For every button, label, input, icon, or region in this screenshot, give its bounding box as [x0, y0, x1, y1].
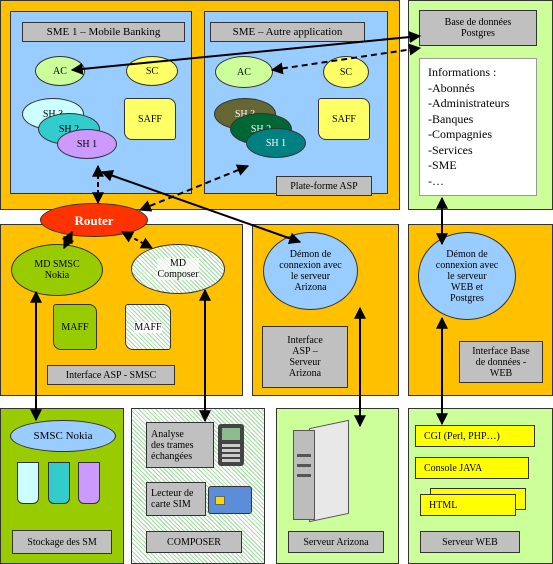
server-tower-icon: [291, 419, 355, 523]
arizona-daemon-line: Démon de: [289, 249, 332, 260]
database-title-line2: Postgres: [461, 28, 495, 39]
sim-reader-line: carte SIM: [151, 499, 191, 510]
web-interface-label-line: de données -: [475, 356, 527, 368]
web-interface-label: Interface Base de données - WEB: [459, 341, 543, 383]
sm-storage-stack-2: [48, 462, 70, 504]
maff-scroll-1: MAFF: [53, 304, 97, 350]
sm-storage-stack-1: [17, 462, 39, 504]
arizona-interface-label: Interface ASP – Serveur Arizona: [262, 326, 348, 388]
arizona-daemon-line: connexion avec: [279, 260, 342, 271]
database-info-item: -Services: [428, 142, 473, 157]
web-interface-label-line: Interface Base: [472, 345, 530, 357]
sme1-ac: AC: [35, 56, 85, 86]
frame-analysis-label: Analyse des trames échangées: [146, 422, 214, 468]
web-daemon-line: connexion avec: [435, 259, 499, 271]
database-info-title: Informations :: [428, 65, 497, 79]
sme2-title: SME – Autre application: [210, 22, 365, 42]
java-console-item: Console JAVA: [415, 457, 529, 479]
web-daemon-line: Postgres: [450, 292, 484, 304]
database-info-item: -SME: [428, 158, 457, 172]
database-title-line1: Base de données: [444, 17, 512, 28]
frame-analysis-line: Analyse: [151, 428, 184, 440]
sme2-sh1: SH 1: [246, 128, 306, 158]
md-smsc-line: MD SMSC: [34, 259, 80, 270]
asp-platform-label: Plate-forme ASP: [276, 176, 372, 196]
md-composer-line: MD: [169, 258, 187, 269]
arizona-interface-label-line: Arizona: [288, 368, 322, 379]
sm-storage-stack-3: [78, 462, 100, 504]
sms-interface-label: Interface ASP - SMSC: [47, 365, 175, 385]
arizona-interface-label-line: Interface: [287, 335, 323, 346]
router: Router: [40, 203, 148, 237]
frame-analysis-line: des trames: [151, 439, 194, 451]
sme1-saff-scroll: SAFF: [124, 98, 176, 140]
database-info-item: -Abonnés: [428, 80, 475, 95]
mobile-phone-icon: [218, 424, 244, 466]
maff-2-label: MAFF: [134, 321, 162, 333]
composer-label: COMPOSER: [146, 531, 242, 553]
web-daemon-line: WEB et: [451, 281, 483, 293]
smsc-label: Stockage des SM: [12, 530, 112, 554]
sme2-sc: SC: [323, 56, 369, 88]
database-info-item: -Administrateurs: [428, 96, 510, 110]
arizona-daemon: Démon de connexion avec le serveur Arizo…: [263, 232, 358, 310]
cgi-item: CGI (Perl, PHP…): [415, 425, 535, 447]
arizona-interface-label-line: ASP –: [292, 346, 318, 357]
sme2-ac: AC: [215, 56, 273, 88]
arizona-interface-label-line: Serveur: [289, 357, 321, 368]
md-composer-line: Composer: [157, 269, 199, 280]
maff-scroll-2: MAFF: [125, 304, 171, 350]
arizona-daemon-line: Arizona: [294, 282, 327, 293]
sme2-saff-scroll: SAFF: [318, 98, 370, 140]
sme1-sh1: SH 1: [57, 129, 117, 159]
database-info-box: Informations : -Abonnés -Administrateurs…: [419, 58, 537, 196]
arizona-server-label: Serveur Arizona: [288, 531, 384, 553]
md-smsc-line: Nokia: [44, 270, 70, 281]
frame-analysis-line: échangées: [151, 450, 193, 462]
web-daemon: Démon de connexion avec le serveur WEB e…: [418, 232, 516, 320]
web-daemon-line: Démon de: [446, 248, 488, 260]
database-info-item: -…: [428, 173, 444, 188]
sme1-title: SME 1 – Mobile Banking: [22, 22, 185, 42]
sme1-sc: SC: [126, 56, 178, 86]
sim-reader-label: Lecteur de carte SIM: [146, 482, 206, 516]
web-server-label: Serveur WEB: [420, 531, 520, 553]
web-daemon-line: le serveur: [447, 270, 487, 282]
database-info-item: -Banques: [428, 111, 474, 126]
sim-reader-line: Lecteur de: [151, 488, 194, 499]
arizona-daemon-line: le serveur: [290, 271, 331, 282]
database-info-item: -Compagnies: [428, 127, 492, 141]
html-item: HTML: [420, 494, 516, 516]
sim-card-icon: [208, 486, 252, 514]
web-interface-label-line: WEB: [489, 367, 513, 379]
smsc-nokia: SMSC Nokia: [10, 420, 116, 452]
